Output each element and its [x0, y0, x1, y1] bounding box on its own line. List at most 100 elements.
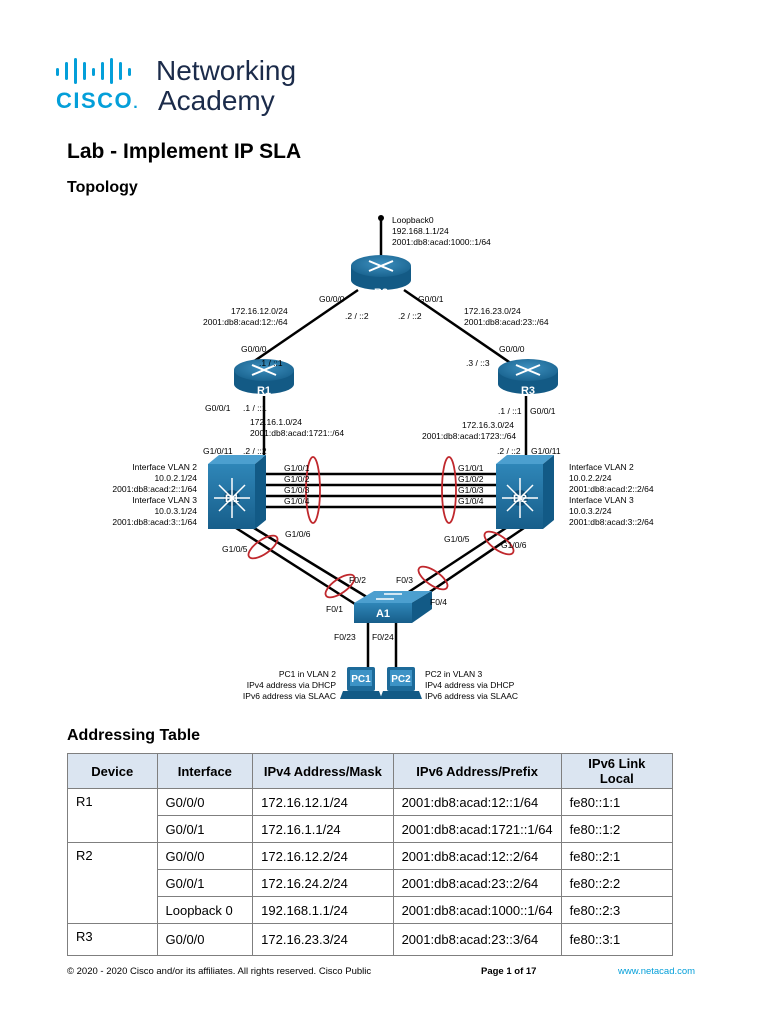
link-local-cell: fe80::1:2 — [560, 815, 674, 843]
pc1-ipv6-label: IPv6 address via SLAAC — [243, 691, 336, 701]
d2-vlan2-label: Interface VLAN 2 — [569, 462, 634, 472]
pc2-ipv6-label: IPv6 address via SLAAC — [425, 691, 518, 701]
column-header-ipv6: IPv6 Address/Prefix — [392, 753, 562, 789]
column-header-link-local: IPv6 Link Local — [560, 753, 674, 789]
interface-cell: G0/0/1 — [156, 815, 254, 843]
etherchannel-ellipse-d1-d2-right — [441, 456, 457, 524]
pc-label-pc1: PC1 — [351, 674, 371, 685]
r2-g001-label: G0/0/1 — [418, 294, 444, 304]
table-row: G0/0/1 172.16.24.2/24 2001:db8:acad:23::… — [68, 869, 674, 897]
net-r3d2-ipv6: 2001:db8:acad:1723::/64 — [422, 431, 516, 441]
link-d1-a1-g6 — [253, 526, 371, 601]
d2-vlan3-ipv4: 10.0.3.2/24 — [569, 506, 612, 516]
footer-netacad-link[interactable]: www.netacad.com — [618, 966, 696, 977]
link-r2-r3 — [403, 288, 513, 366]
switch-label-d1: D1 — [225, 493, 239, 505]
table-row: R2 G0/0/0 172.16.12.2/24 2001:db8:acad:1… — [67, 842, 674, 924]
d1-g106-label: G1/0/6 — [285, 529, 311, 539]
router-r2: R2 — [351, 255, 411, 299]
d2-vlan3-label: Interface VLAN 3 — [569, 495, 634, 505]
link-d1-a1-g5 — [235, 526, 356, 606]
ipv4-cell: 172.16.24.2/24 — [252, 869, 394, 897]
r1-g000-label: G0/0/0 — [241, 344, 267, 354]
d1-vlan3-ipv4: 10.0.3.1/24 — [154, 506, 197, 516]
ipv4-cell: 172.16.12.1/24 — [252, 788, 394, 816]
d2-g1011-addr: .2 / ::2 — [497, 446, 521, 456]
link-local-cell: fe80::2:1 — [560, 842, 674, 870]
a1-f01-label: F0/1 — [326, 604, 343, 614]
table-row: Loopback 0 192.168.1.1/24 2001:db8:acad:… — [68, 896, 674, 924]
d2-vlan2-ipv4: 10.0.2.2/24 — [569, 473, 612, 483]
ipv6-cell: 2001:db8:acad:23::3/64 — [392, 923, 562, 956]
logo-networking: Networking — [156, 55, 297, 86]
d2-g105-label: G1/0/5 — [444, 534, 470, 544]
ipv4-cell: 172.16.23.3/24 — [252, 923, 394, 956]
etherchannel-ellipse-a1-right — [417, 565, 449, 591]
cisco-bars-icon — [56, 58, 131, 84]
column-header-ipv4: IPv4 Address/Mask — [252, 753, 394, 789]
d2-trunk-port-4: G1/0/4 — [458, 496, 484, 506]
topology-diagram: R2 R1 R3 D1 D2 — [112, 215, 654, 701]
ipv4-cell: 192.168.1.1/24 — [252, 896, 394, 924]
router-arrows-icon — [515, 364, 541, 376]
d1-g1011-addr: .2 / ::2 — [243, 446, 267, 456]
page-title: Lab - Implement IP SLA — [67, 140, 302, 163]
d1-trunk-port-2: G1/0/2 — [284, 474, 310, 484]
r2-g001-addr: .2 / ::2 — [398, 311, 422, 321]
switch-arrows-icon — [376, 593, 402, 600]
router-label-r2: R2 — [374, 287, 388, 299]
net-r1r2-ipv6: 2001:db8:acad:12::/64 — [203, 317, 288, 327]
table-header-row: Device Interface IPv4 Address/Mask IPv6 … — [67, 753, 674, 789]
ipv6-cell: 2001:db8:acad:1721::1/64 — [392, 815, 562, 843]
cisco-networking-academy-logo: CISCO. Networking Academy — [56, 56, 316, 118]
device-cell: R2 — [67, 842, 158, 924]
r2-loopback-ipv6: 2001:db8:acad:1000::1/64 — [392, 237, 491, 247]
table-row: R3 G0/0/0 172.16.23.3/24 2001:db8:acad:2… — [67, 923, 674, 956]
pc-pc2: PC2 — [380, 667, 422, 699]
etherchannel-markers — [247, 456, 515, 599]
d1-vlan2-ipv6: 2001:db8:acad:2::1/64 — [112, 484, 197, 494]
r3-g000-label: G0/0/0 — [499, 344, 525, 354]
interface-cell: Loopback 0 — [156, 896, 254, 924]
net-r1r2-ipv4: 172.16.12.0/24 — [231, 306, 288, 316]
topology-heading: Topology — [67, 179, 138, 196]
ipv6-cell: 2001:db8:acad:12::1/64 — [392, 788, 562, 816]
logo-academy: Academy — [158, 85, 275, 116]
switch-label-d2: D2 — [513, 493, 527, 505]
a1-f024-label: F0/24 — [372, 632, 394, 642]
net-r1d1-ipv4: 172.16.1.0/24 — [250, 417, 302, 427]
switch-a1: A1 — [354, 591, 432, 623]
table-row: R1 G0/0/0 172.16.12.1/24 2001:db8:acad:1… — [67, 788, 674, 843]
footer-page-number: Page 1 of 17 — [481, 966, 537, 977]
etherchannel-ellipse-d1-d2-left — [305, 456, 321, 524]
a1-f023-label: F0/23 — [334, 632, 356, 642]
switch-d1: D1 — [208, 455, 266, 529]
a1-f03-label: F0/3 — [396, 575, 413, 585]
r2-loopback-ipv4: 192.168.1.1/24 — [392, 226, 449, 236]
ipv6-cell: 2001:db8:acad:12::2/64 — [392, 842, 562, 870]
cisco-wordmark: CISCO. — [56, 88, 140, 113]
interface-cell: G0/0/1 — [156, 869, 254, 897]
interface-cell: G0/0/0 — [156, 788, 254, 816]
d1-vlan3-ipv6: 2001:db8:acad:3::1/64 — [112, 517, 197, 527]
r2-g000-label: G0/0/0 — [319, 294, 345, 304]
loopback-dot-icon — [378, 215, 384, 221]
addressing-table-heading: Addressing Table — [67, 727, 201, 744]
link-r1-r2 — [249, 288, 359, 366]
d2-vlan3-ipv6: 2001:db8:acad:3::2/64 — [569, 517, 654, 527]
d2-trunk-port-1: G1/0/1 — [458, 463, 484, 473]
interface-cell: G0/0/0 — [156, 923, 254, 956]
interface-cell: G0/0/0 — [156, 842, 254, 870]
link-local-cell: fe80::1:1 — [560, 788, 674, 816]
device-cell: R3 — [67, 923, 158, 956]
d1-g105-label: G1/0/5 — [222, 544, 248, 554]
d1-vlan3-label: Interface VLAN 3 — [132, 495, 197, 505]
link-local-cell: fe80::2:2 — [560, 869, 674, 897]
etherchannel-ellipse-a1-left — [324, 573, 356, 599]
d2-g1011-label: G1/0/11 — [531, 446, 561, 456]
column-header-interface: Interface — [156, 753, 254, 789]
table-row: G0/0/1 172.16.1.1/24 2001:db8:acad:1721:… — [68, 815, 674, 843]
net-r2r3-ipv6: 2001:db8:acad:23::/64 — [464, 317, 549, 327]
ipv4-cell: 172.16.12.2/24 — [252, 842, 394, 870]
d1-trunk-port-1: G1/0/1 — [284, 463, 310, 473]
